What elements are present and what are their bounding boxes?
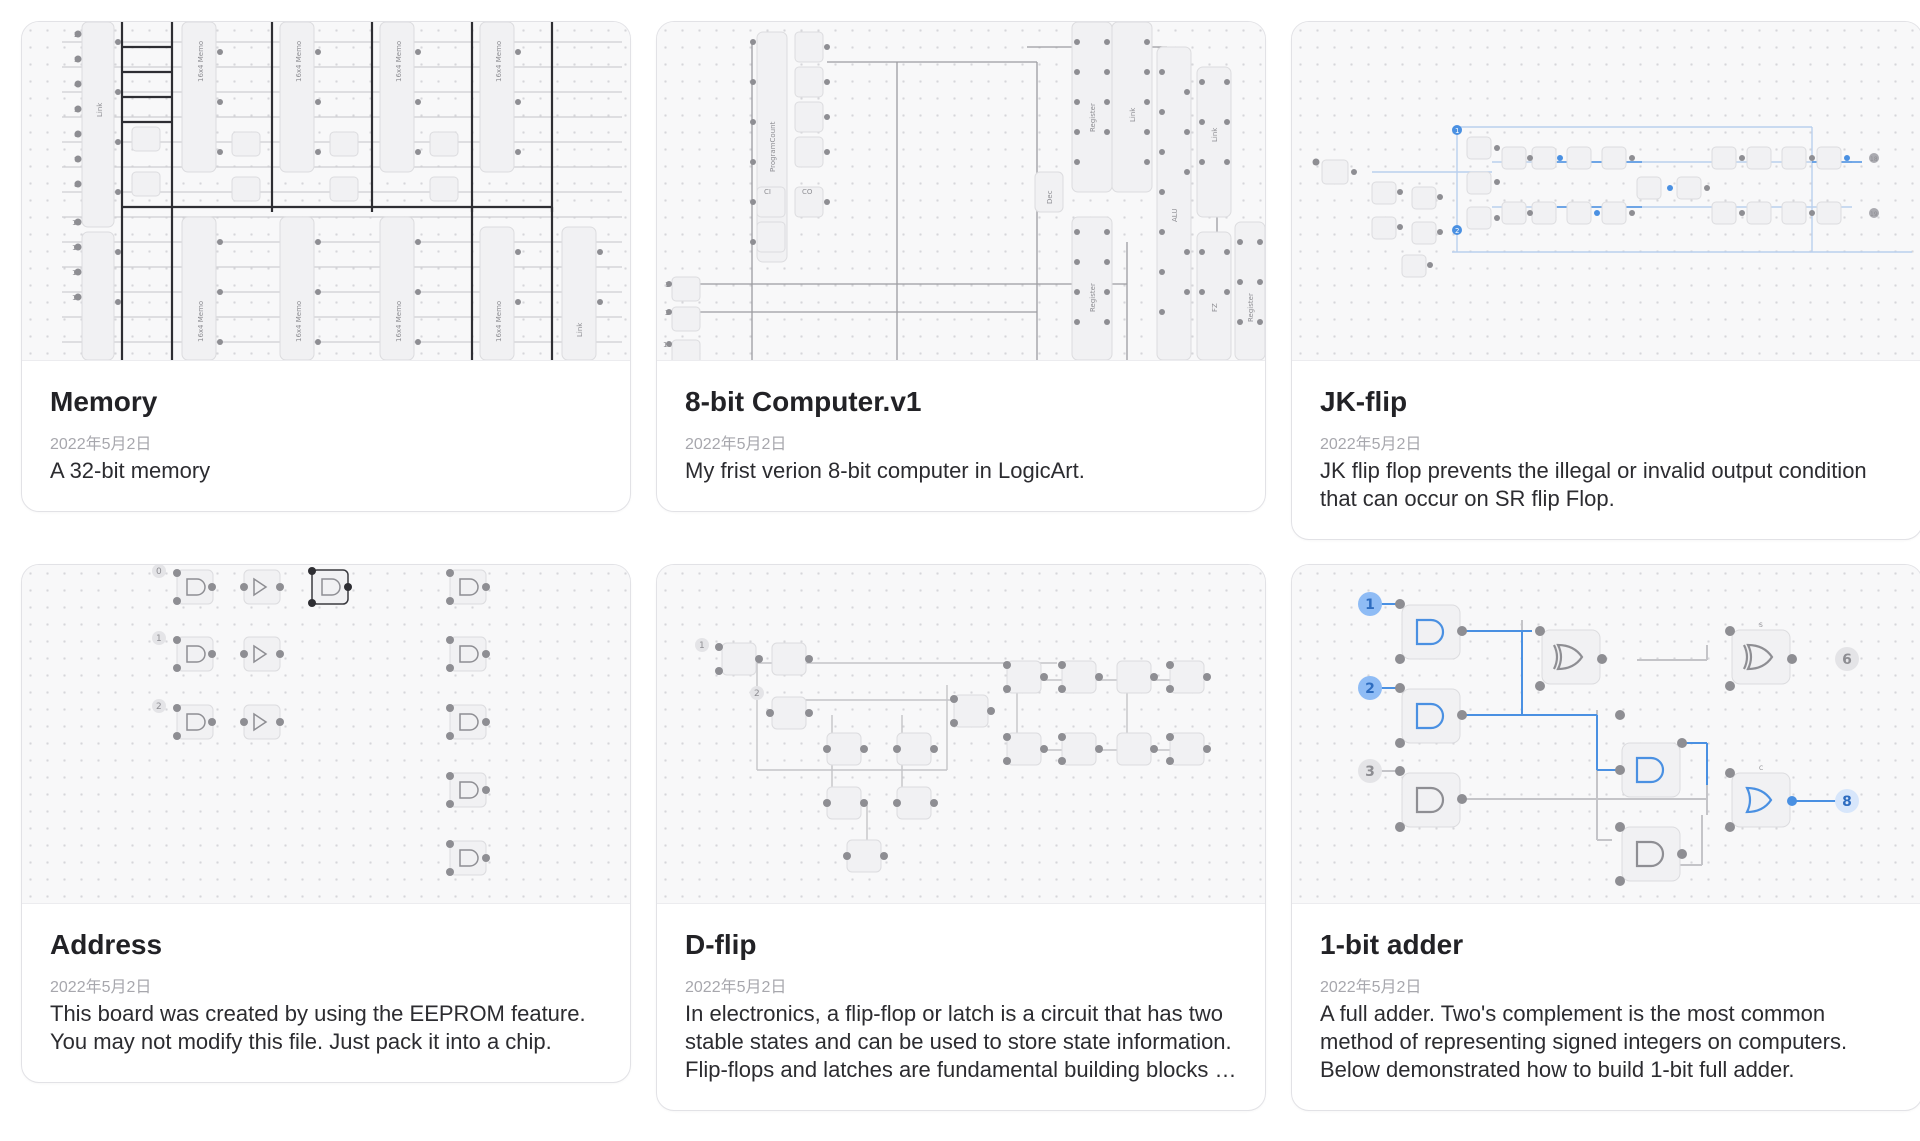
svg-text:14: 14 (72, 294, 81, 302)
svg-text:16x4 Memo: 16x4 Memo (295, 41, 303, 82)
svg-text:18: 18 (1870, 156, 1878, 163)
svg-text:Link: Link (1129, 107, 1137, 122)
svg-text:7: 7 (74, 156, 78, 164)
project-title: Memory (50, 386, 158, 417)
circuit-preview: 1 2 3 18 19 (1312, 125, 1912, 278)
project-date: 2022年5月2日 (50, 436, 152, 453)
svg-text:2: 2 (1365, 681, 1375, 697)
svg-text:S: S (1759, 622, 1763, 629)
svg-text:4: 4 (74, 81, 79, 89)
svg-text:12: 12 (72, 244, 81, 252)
svg-text:16x4 Memo: 16x4 Memo (495, 301, 503, 342)
project-date: 2022年5月2日 (1320, 979, 1422, 996)
svg-text:3: 3 (1365, 764, 1375, 780)
svg-text:CI: CI (764, 188, 771, 196)
svg-text:Link: Link (576, 322, 584, 337)
svg-text:6: 6 (74, 131, 79, 139)
svg-text:2: 2 (156, 702, 162, 712)
svg-text:16x4 Memo: 16x4 Memo (395, 41, 403, 82)
svg-text:1: 1 (156, 634, 162, 644)
svg-text:2: 2 (1455, 227, 1459, 235)
project-card-jk-flip[interactable]: 1 2 3 18 19 JK-flip 2022年5月2日 JK flip flop … (1291, 21, 1920, 540)
svg-text:3: 3 (1313, 160, 1317, 167)
project-description: My frist verion 8-bit computer in LogicA… (685, 458, 1085, 483)
project-description: A 32-bit memory (50, 458, 211, 483)
svg-text:Link: Link (1211, 127, 1219, 142)
project-description: This board was created by using the EEPR… (50, 1001, 586, 1054)
svg-text:1: 1 (1455, 127, 1459, 135)
project-thumbnail: 1 2 3 6 8 S C (1292, 565, 1920, 904)
svg-text:1: 1 (1365, 597, 1375, 613)
svg-text:2: 2 (74, 31, 78, 39)
svg-text:16: 16 (663, 341, 672, 349)
svg-text:16x4 Memo: 16x4 Memo (395, 301, 403, 342)
project-description: JK flip flop prevents the illegal or inv… (1320, 458, 1867, 511)
project-date: 2022年5月2日 (50, 979, 152, 996)
project-title: D-flip (685, 929, 757, 960)
project-card-1-bit-adder[interactable]: 1 2 3 6 8 S C 1-bit adder 2022年5月2日 A ful… (1291, 564, 1920, 1111)
svg-text:16x4 Memo: 16x4 Memo (295, 301, 303, 342)
svg-text:5: 5 (74, 106, 78, 114)
circuit-preview: 0 1 2 (152, 565, 490, 876)
svg-text:16x4 Memo: 16x4 Memo (197, 301, 205, 342)
project-card-memory[interactable]: 2 3 4 5 6 7 8 11 12 13 14 16x4 Memo 16x4 Memo 16x4 M… (21, 21, 631, 512)
project-title: Address (50, 929, 163, 960)
svg-text:C: C (1759, 765, 1763, 772)
project-thumbnail: 0 1 2 (22, 565, 630, 904)
svg-text:16x4 Memo: 16x4 Memo (495, 41, 503, 82)
project-date: 2022年5月2日 (1320, 436, 1422, 453)
svg-text:8: 8 (74, 181, 78, 189)
circuit-preview: 12 (695, 638, 1211, 873)
project-title: JK-flip (1320, 386, 1408, 417)
svg-text:8: 8 (1842, 794, 1852, 810)
svg-text:1: 1 (699, 641, 705, 651)
svg-text:Dec: Dec (1046, 190, 1054, 204)
svg-text:Register: Register (1089, 283, 1097, 312)
circuit-preview: 2 3 4 5 6 7 8 11 12 13 14 16x4 Memo 16x4 Memo 16x4 M… (62, 22, 622, 360)
svg-text:ALU: ALU (1171, 209, 1179, 222)
svg-text:ProgramCount: ProgramCount (769, 121, 777, 172)
svg-text:FZ: FZ (1211, 303, 1219, 312)
svg-text:Register: Register (1247, 293, 1255, 322)
project-title: 8-bit Computer.v1 (685, 386, 922, 417)
project-card-address[interactable]: 0 1 2 Address 2022年5月2日 This board was cre… (21, 564, 631, 1083)
circuit-preview: 1 2 3 6 8 S C (1358, 592, 1859, 886)
svg-text:2: 2 (754, 689, 760, 699)
svg-text:3: 3 (74, 56, 78, 64)
project-description: A full adder. Two's complement is the mo… (1320, 1001, 1848, 1082)
svg-text:Register: Register (1089, 103, 1097, 132)
svg-text:0: 0 (156, 567, 162, 577)
svg-text:Link: Link (96, 102, 104, 117)
svg-text:6: 6 (1842, 652, 1852, 668)
project-title: 1-bit adder (1320, 929, 1464, 960)
project-date: 2022年5月2日 (685, 436, 787, 453)
svg-text:13: 13 (72, 269, 81, 277)
project-description: In electronics, a flip-flop or latch is … (685, 1001, 1233, 1082)
project-date: 2022年5月2日 (685, 979, 787, 996)
svg-text:CO: CO (802, 188, 813, 196)
svg-text:16x4 Memo: 16x4 Memo (197, 41, 205, 82)
svg-text:1: 1 (665, 281, 669, 289)
svg-text:2: 2 (665, 309, 669, 317)
project-thumbnail: 2 3 4 5 6 7 8 11 12 13 14 16x4 Memo 16x4 Memo 16x4 M… (22, 22, 630, 361)
svg-text:11: 11 (72, 219, 81, 227)
svg-text:19: 19 (1870, 211, 1878, 218)
project-thumbnail: 1 2 3 18 19 (1292, 22, 1920, 361)
